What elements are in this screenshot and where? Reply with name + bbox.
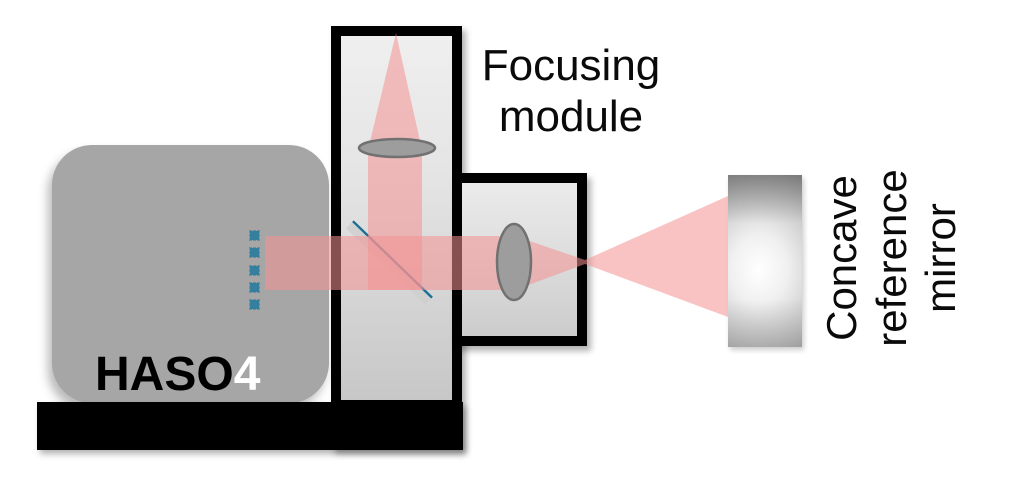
haso4-label-name: HASO [95,348,234,401]
haso4-label: HASO4 [95,351,260,399]
focusing-module-label: Focusing module [481,41,661,142]
microlens-square [249,230,260,241]
collimating-lens [357,137,437,159]
microlens-square [249,281,260,293]
microlens-array [249,230,260,310]
focusing-lens [495,222,533,302]
beam-converging-to-focus [515,236,585,290]
microlens-square [249,264,260,276]
beam-horizontal-collimated [265,236,515,290]
concave-reference-mirror-label: Concave reference mirror [818,169,965,347]
haso4-label-version: 4 [233,348,261,401]
microlens-square [249,247,260,259]
concave-reference-mirror [728,175,802,347]
beam-converging-up [368,33,422,150]
beam-diverging-to-mirror [585,196,728,317]
microlens-square [249,299,260,310]
